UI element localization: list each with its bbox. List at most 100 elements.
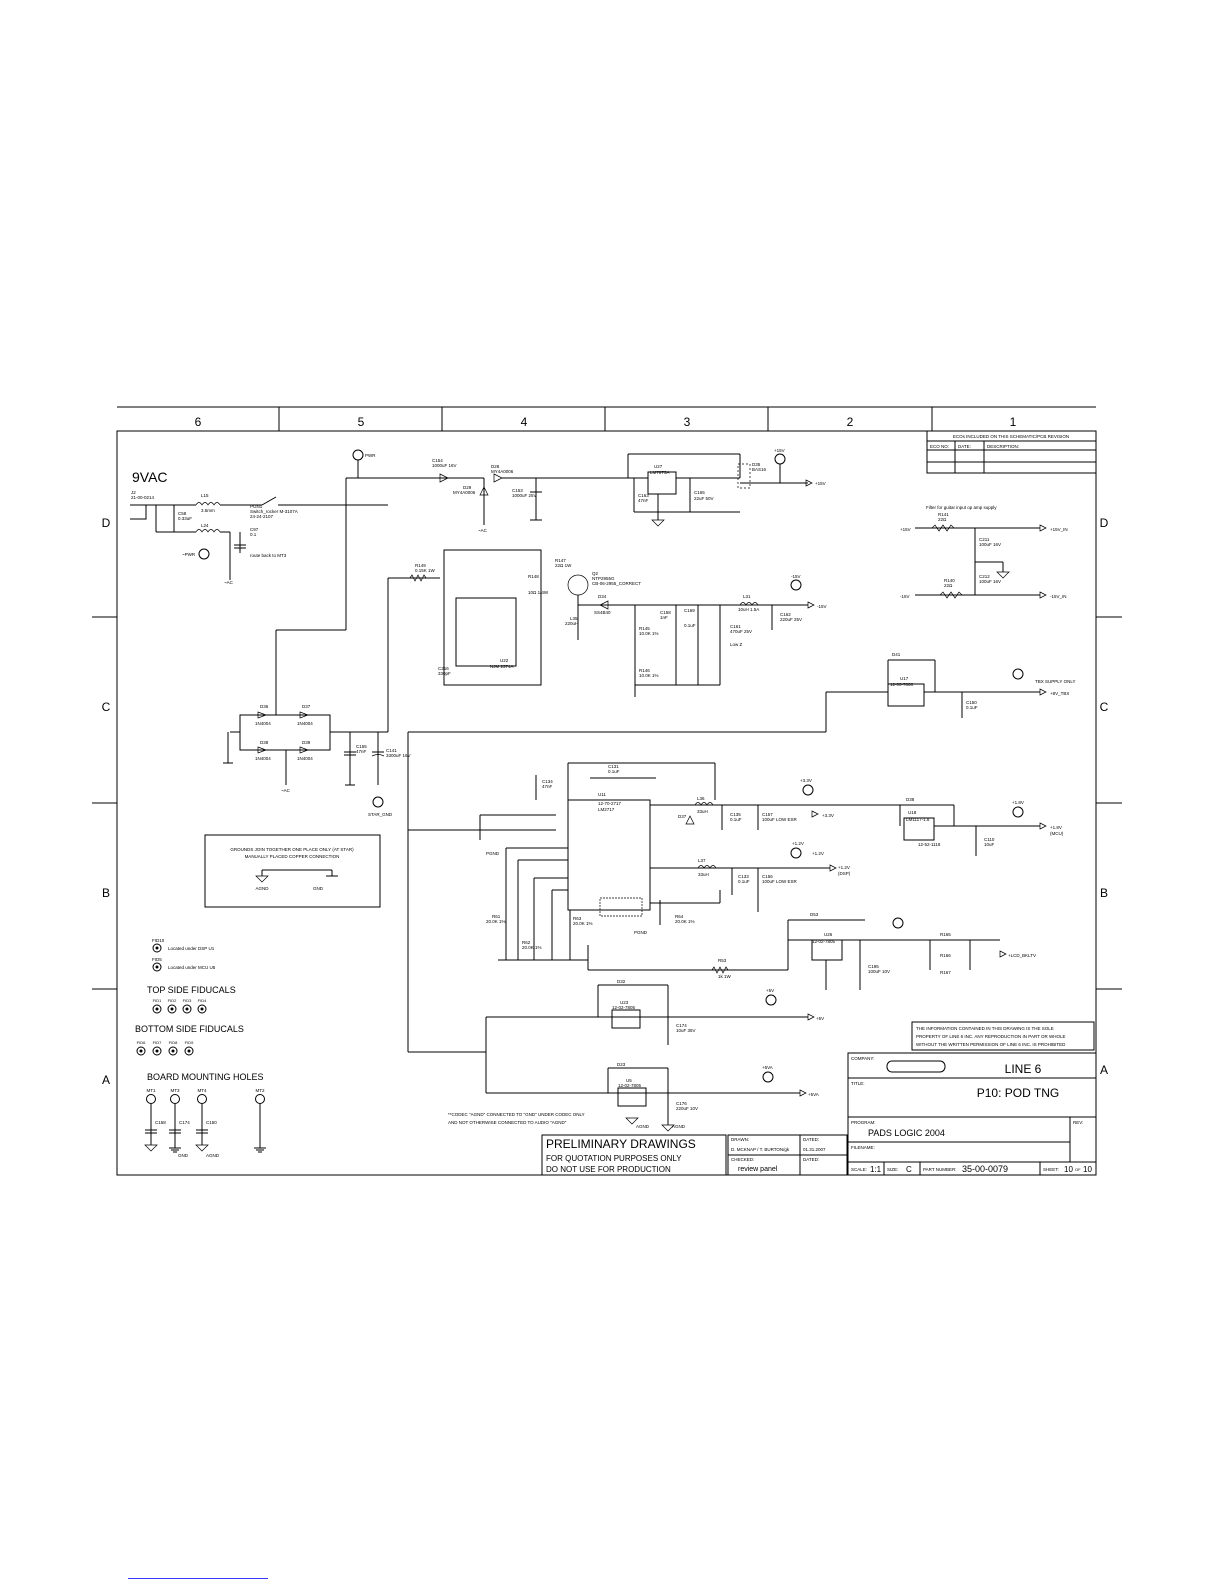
ground-label: GND [313,886,324,891]
part-ref: U22 [500,658,509,663]
disclaimer-line: PROPERTY OF LINE 6 INC. ANY REPRODUCTION… [916,1034,1066,1039]
part-value: 47nF [638,498,649,503]
part-value: 12-70-2717 [598,801,622,806]
fid-ref: FID7 [153,1040,162,1045]
disclaimer-box: THE INFORMATION CONTAINED IN THIS DRAWIN… [911,1021,1095,1051]
part-ref: R61 [492,914,501,919]
part-value: NJM 2374A [490,664,514,669]
fid-ref: FID2 [168,998,177,1003]
part-value: Switch_rocker M-3107A [250,509,298,514]
sheet-number: 10 [1064,1165,1073,1174]
codec-note-line: **CODEC "AGND" CONNECTED TO "GND" UNDER … [448,1112,585,1117]
part-value: SS4B40 [594,610,611,615]
part-ref: R64 [675,914,684,919]
net-label: ~AC [478,528,488,533]
part-ref: C195 [868,964,879,969]
eco-header: ECOs INCLUDED ON THIS SCHEMATIC/PCB REVI… [953,434,1069,439]
part-value: 20.0K 1% [675,919,695,924]
part-value: LM78T5A [650,470,670,475]
net-label: +1.2V [792,841,804,846]
net-label: -15V [817,604,827,609]
part-value: 47nF [542,784,553,789]
fid-ref: FID6 [137,1040,146,1045]
sheet-of: OF [1075,1167,1081,1172]
part-value: 1N4004 [255,721,271,726]
net-label: -15V_IN [1050,594,1067,599]
part-value: 3300uF 16V [386,753,411,758]
part-value: 22Ω 1W [555,563,572,568]
net-label: GND [178,1153,189,1158]
part-ref: D38 [260,740,269,745]
net-label: +15V [774,448,785,453]
part-value: 10.0K 1% [639,631,659,636]
preliminary-block: PRELIMINARY DRAWINGS FOR QUOTATION PURPO… [541,1134,727,1176]
drawn-by: D. MCKNAP / T. BURTON/gk [731,1147,790,1152]
part-ref: C163 [638,493,649,498]
mounting-holes: BOARD MOUNTING HOLES MT1 MT3 MT4 MT2 C15… [144,1072,266,1158]
zone-label: B [1100,886,1108,900]
prelim-line: DO NOT USE FOR PRODUCTION [546,1165,671,1174]
part-value: 1N4004 [255,756,271,761]
plus8-section: D41 U17 12-00-7808 C150 0.1uF TBX SUPPLY… [887,652,1076,718]
part-value: 0.1uF [608,769,620,774]
zone-label: 4 [521,415,528,429]
part-value: 10uF [984,842,995,847]
part-ref: R145 [639,626,650,631]
net-label: PGND [634,930,648,935]
part-value: 220uH [565,621,578,626]
field-label: PART NUMBER: [923,1167,957,1172]
field-label: SIZE: [887,1167,898,1172]
part-ref: U27 [654,464,663,469]
disclaimer-line: WITHOUT THE WRITTEN PERMISSION OF LINE 6… [916,1042,1066,1047]
part-ref: C169 [684,608,695,613]
part-value: 10uH 1.5A [738,607,759,612]
fid-ref: FID8 [169,1040,178,1045]
grounds-note-line: MANUALLY PLACED COPPER CONNECTION [245,854,340,859]
net-label: +5V [766,988,774,993]
part-value: 22Ω [944,583,953,588]
title-block: COMPANY: LINE 6 TITLE: P10: POD TNG PROG… [847,1052,1097,1176]
part-ref: C158 [155,1120,166,1125]
part-value: NTP2955G [592,576,615,581]
net-label: +1.2V [812,851,824,856]
part-ref: D32 [617,979,626,984]
part-value: 100uF LOW ESR [762,879,798,884]
codec-note: **CODEC "AGND" CONNECTED TO "GND" UNDER … [448,1112,585,1125]
tbx-note: TBX SUPPLY ONLY [1035,679,1076,684]
part-value: 33uH [697,809,708,814]
zone-label: 2 [847,415,854,429]
part-value: BAS16 [752,467,767,472]
part-ref: D37 [678,814,687,819]
section-title: BOARD MOUNTING HOLES [147,1072,264,1082]
part-value: 47nF [356,749,367,754]
ac-input-title: 9VAC [132,469,168,485]
drawn-checked-block: DRAWN: D. MCKNAP / T. BURTON/gk DATED: 0… [727,1134,848,1176]
net-label: AGND [206,1153,220,1158]
part-ref: C58 [178,511,187,516]
part-ref: C161 [730,624,741,629]
part-ref: C150 [966,700,977,705]
fid-ref: FID5 [152,957,162,962]
grounds-note-box: GROUNDS JOIN TOGETHER ONE PLACE ONLY (AT… [204,834,381,908]
part-ref: R146 [639,668,650,673]
net-label: -15V [791,574,801,579]
lcd-backlight-section: R53 1k 1W D53 U26 12-02-7805 C195 100uF … [588,912,1036,990]
field-label: REV: [1073,1120,1083,1125]
part-value: 0.1uF [738,879,750,884]
part-ref: R141 [938,512,949,517]
sheet-title: P10: POD TNG [977,1086,1059,1100]
fid-note: Located under MCU U5 [168,965,216,970]
part-value: 0.1uF [730,817,742,822]
part-value: 1N4004 [297,721,313,726]
net-label: +LCD_BKLTV [1008,953,1036,958]
hole-ref: MT4 [198,1088,207,1093]
zone-label: 6 [195,415,202,429]
fiducial-notes: FID10 Located under DSP U1 FID5 Located … [152,938,216,972]
part-value: MY4A0006 [453,490,476,495]
part-value: 470uF 25V [730,629,752,634]
part-ref: R165 [940,932,951,937]
net-label: +1.2V [838,865,850,870]
part-value: 100uF 16V [979,579,1001,584]
net-label: PGND [486,851,500,856]
fid-ref: FID10 [152,938,165,943]
